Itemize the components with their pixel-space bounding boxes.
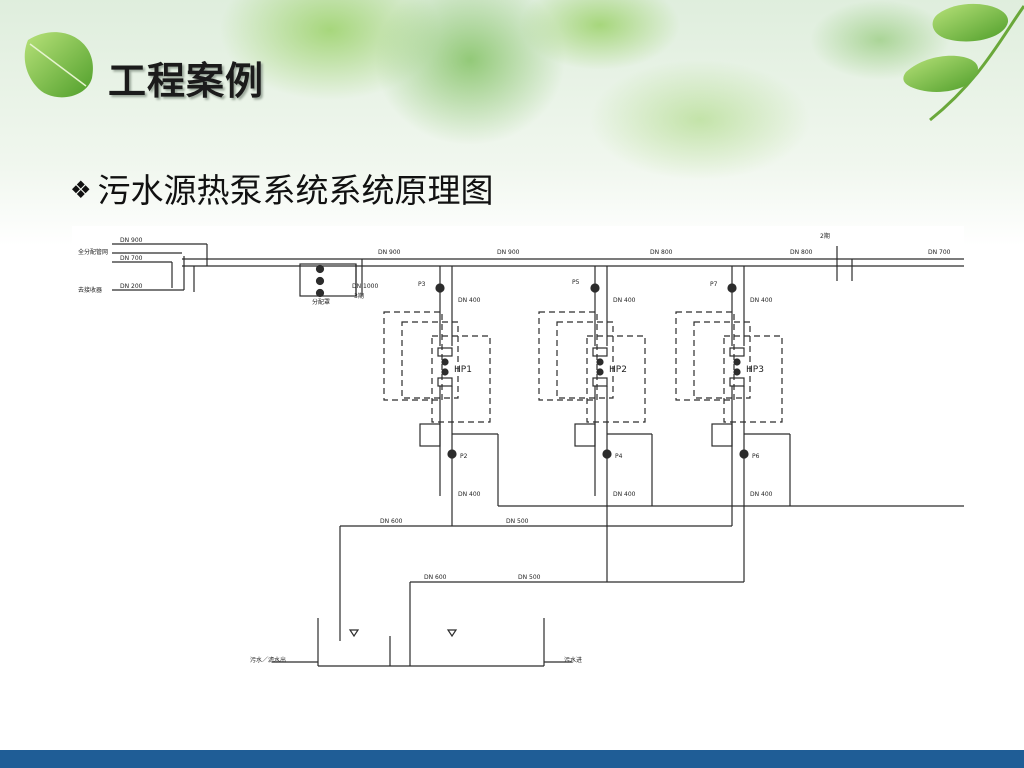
heat-pump-unit-1 (383, 266, 964, 526)
unit3-dn-top: DN 400 (750, 297, 773, 304)
pump-p5: P5 (572, 279, 580, 286)
unit1-dn-top: DN 400 (458, 297, 481, 304)
unit2-dn-top: DN 400 (613, 297, 636, 304)
supply-dn-1: DN 900 (120, 237, 143, 244)
mainline-dn-1: DN 900 (378, 249, 401, 256)
return-dn-1: DN 600 (380, 518, 403, 525)
manifold-label: 分配罩 (312, 298, 330, 306)
unit1-hp: HP1 (454, 365, 472, 375)
supply-dn-3: DN 200 (120, 283, 143, 290)
supply-label-1: 全分配管网 (78, 248, 108, 256)
return-dn-2: DN 500 (506, 518, 529, 525)
tank-outlet-label: 污水进 (564, 656, 582, 664)
unit3-hp: HP3 (746, 365, 764, 375)
mainline-dn-4: DN 800 (790, 249, 813, 256)
mainline-dn-5: DN 700 (928, 249, 951, 256)
heat-pump-schematic: 全分配管网 去接收器 DN 900 DN 700 DN 200 DN 900 D… (72, 226, 964, 674)
return-dn-4: DN 500 (518, 574, 541, 581)
supply-label-2: 去接收器 (78, 286, 102, 294)
unit3-dn-bottom: DN 400 (750, 491, 773, 498)
mainline-mark: 2期 (820, 232, 830, 240)
pump-p4: P4 (615, 453, 623, 460)
diamond-bullet-icon: ❖ (70, 176, 92, 204)
heat-pump-unit-3 (675, 266, 791, 582)
branch-dn: DN 1000 (352, 283, 378, 290)
pump-p3: P3 (418, 281, 426, 288)
return-dn-3: DN 600 (424, 574, 447, 581)
slide-title: 工程案例 (108, 59, 265, 103)
mainline-dn-3: DN 800 (650, 249, 673, 256)
tank-inlet-label: 污水／滤水出 (250, 656, 286, 664)
unit2-dn-bottom: DN 400 (613, 491, 636, 498)
pump-p7: P7 (710, 281, 718, 288)
mainline-dn-2: DN 900 (497, 249, 520, 256)
heat-pump-unit-2 (538, 266, 653, 582)
supply-dn-2: DN 700 (120, 255, 143, 262)
footer-bar (0, 750, 1024, 768)
unit2-hp: HP2 (609, 365, 627, 375)
pump-p6: P6 (752, 453, 760, 460)
slide-subtitle: ❖污水源热泵系统系统原理图 (70, 164, 494, 212)
subtitle-text: 污水源热泵系统系统原理图 (97, 171, 494, 210)
unit1-dn-bottom: DN 400 (458, 491, 481, 498)
branch-phase: 3期 (354, 292, 364, 300)
pump-p2: P2 (460, 453, 468, 460)
